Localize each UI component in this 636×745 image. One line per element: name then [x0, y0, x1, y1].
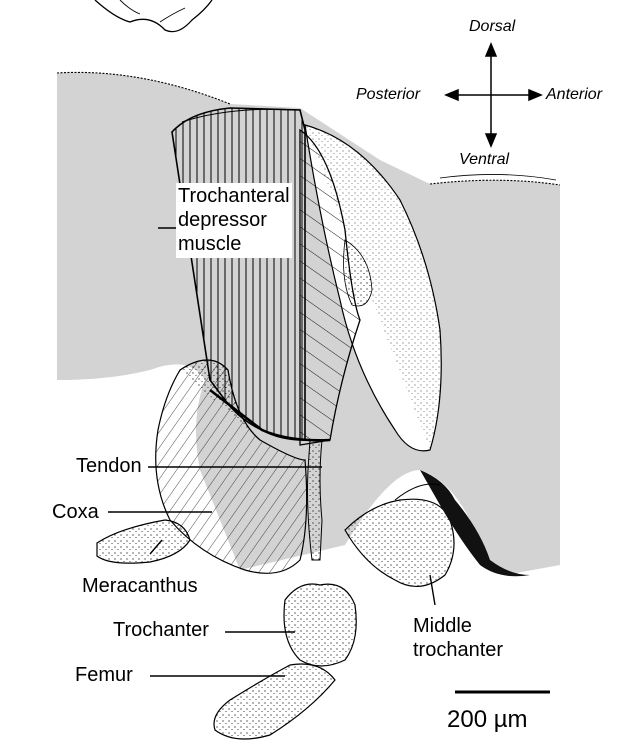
arrow-right-icon	[529, 90, 541, 100]
label-anterior: Anterior	[546, 86, 602, 104]
femur-shape	[214, 664, 335, 739]
scale-bar-label: 200 µm	[447, 706, 528, 734]
label-dorsal: Dorsal	[469, 18, 515, 36]
label-trochanter: Trochanter	[113, 619, 209, 642]
meracanthus-shape	[97, 520, 190, 563]
tendon-shape	[308, 440, 323, 560]
label-femur: Femur	[75, 664, 133, 687]
label-posterior: Posterior	[356, 86, 420, 104]
label-middle-trochanter-line-1: Middle	[413, 614, 503, 638]
label-middle-trochanter-line-2: trochanter	[413, 638, 503, 662]
label-depressor-line-2: depressor	[178, 208, 290, 232]
arrow-left-icon	[446, 90, 458, 100]
label-ventral: Ventral	[459, 151, 509, 169]
label-middle-trochanter: Middle trochanter	[413, 614, 503, 662]
trochanter-shape	[284, 584, 356, 666]
label-coxa: Coxa	[52, 501, 99, 524]
arrow-down-icon	[486, 134, 496, 146]
arrow-up-icon	[486, 44, 496, 56]
label-depressor-line-1: Trochanteral	[178, 184, 290, 208]
top-leg-fragment	[95, 0, 212, 32]
label-meracanthus: Meracanthus	[82, 575, 198, 598]
label-depressor-muscle: Trochanteral depressor muscle	[176, 183, 292, 258]
label-depressor-line-3: muscle	[178, 232, 290, 256]
orientation-compass	[446, 44, 541, 146]
label-tendon: Tendon	[76, 455, 142, 478]
